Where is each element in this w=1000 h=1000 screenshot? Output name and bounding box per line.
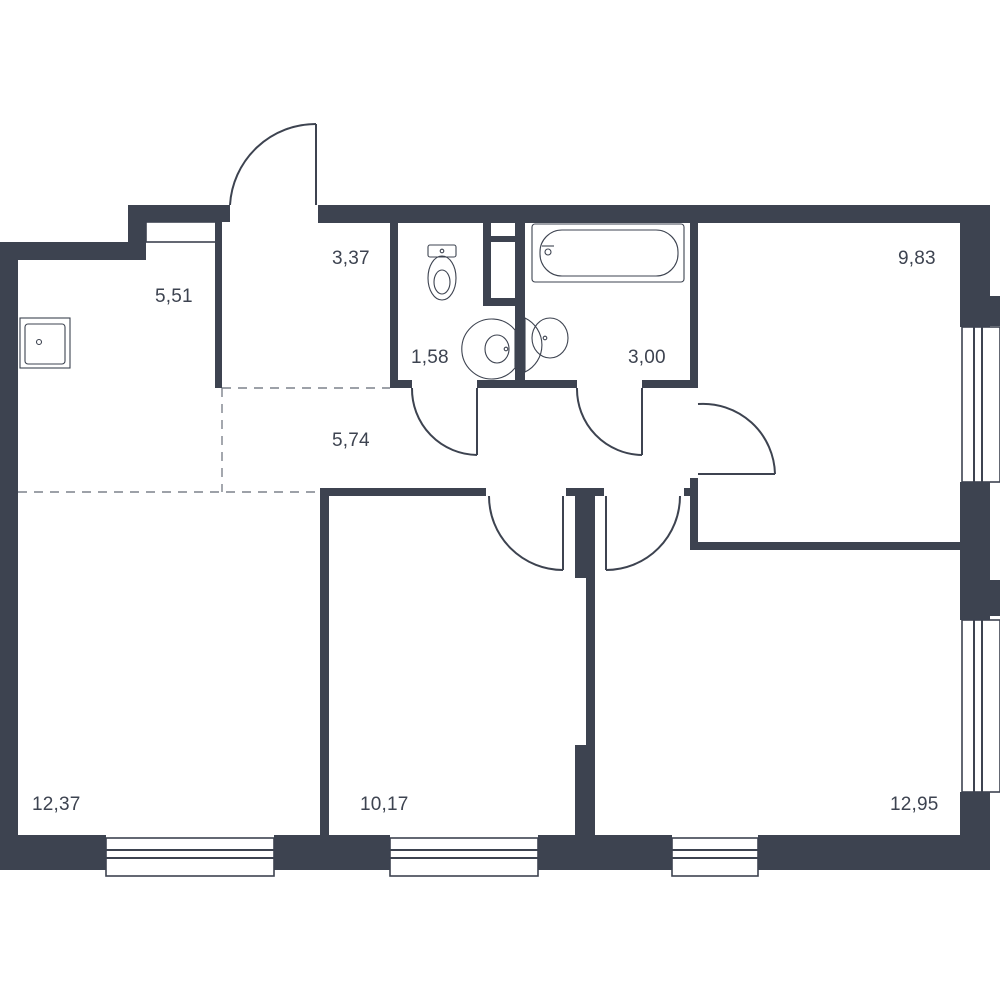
area-label-hall: 3,37 <box>332 248 370 269</box>
bath-washbasin-icon <box>524 317 569 373</box>
zone-dividers <box>18 387 390 493</box>
area-label-living-left: 12,37 <box>32 794 81 815</box>
area-labels: 5,51 3,37 1,58 3,00 9,83 5,74 12,37 10,1… <box>32 248 939 815</box>
area-label-bedroom-middle: 10,17 <box>360 794 409 815</box>
bathtub-icon <box>531 223 685 283</box>
washbasin-icon <box>461 318 516 380</box>
sink-icon <box>19 317 71 369</box>
area-label-bathroom: 3,00 <box>628 347 666 368</box>
fixtures <box>19 223 685 380</box>
interior-walls <box>215 222 960 840</box>
toilet-icon <box>427 244 457 301</box>
area-label-wc: 1,58 <box>411 347 449 368</box>
exterior-walls <box>0 205 1000 870</box>
windows <box>105 221 1000 877</box>
area-label-corridor: 5,74 <box>332 430 370 451</box>
doors <box>229 122 776 571</box>
area-label-bedroom-top-right: 9,83 <box>898 248 936 269</box>
area-label-bedroom-bottom-right: 12,95 <box>890 794 939 815</box>
area-label-kitchen: 5,51 <box>155 286 193 307</box>
